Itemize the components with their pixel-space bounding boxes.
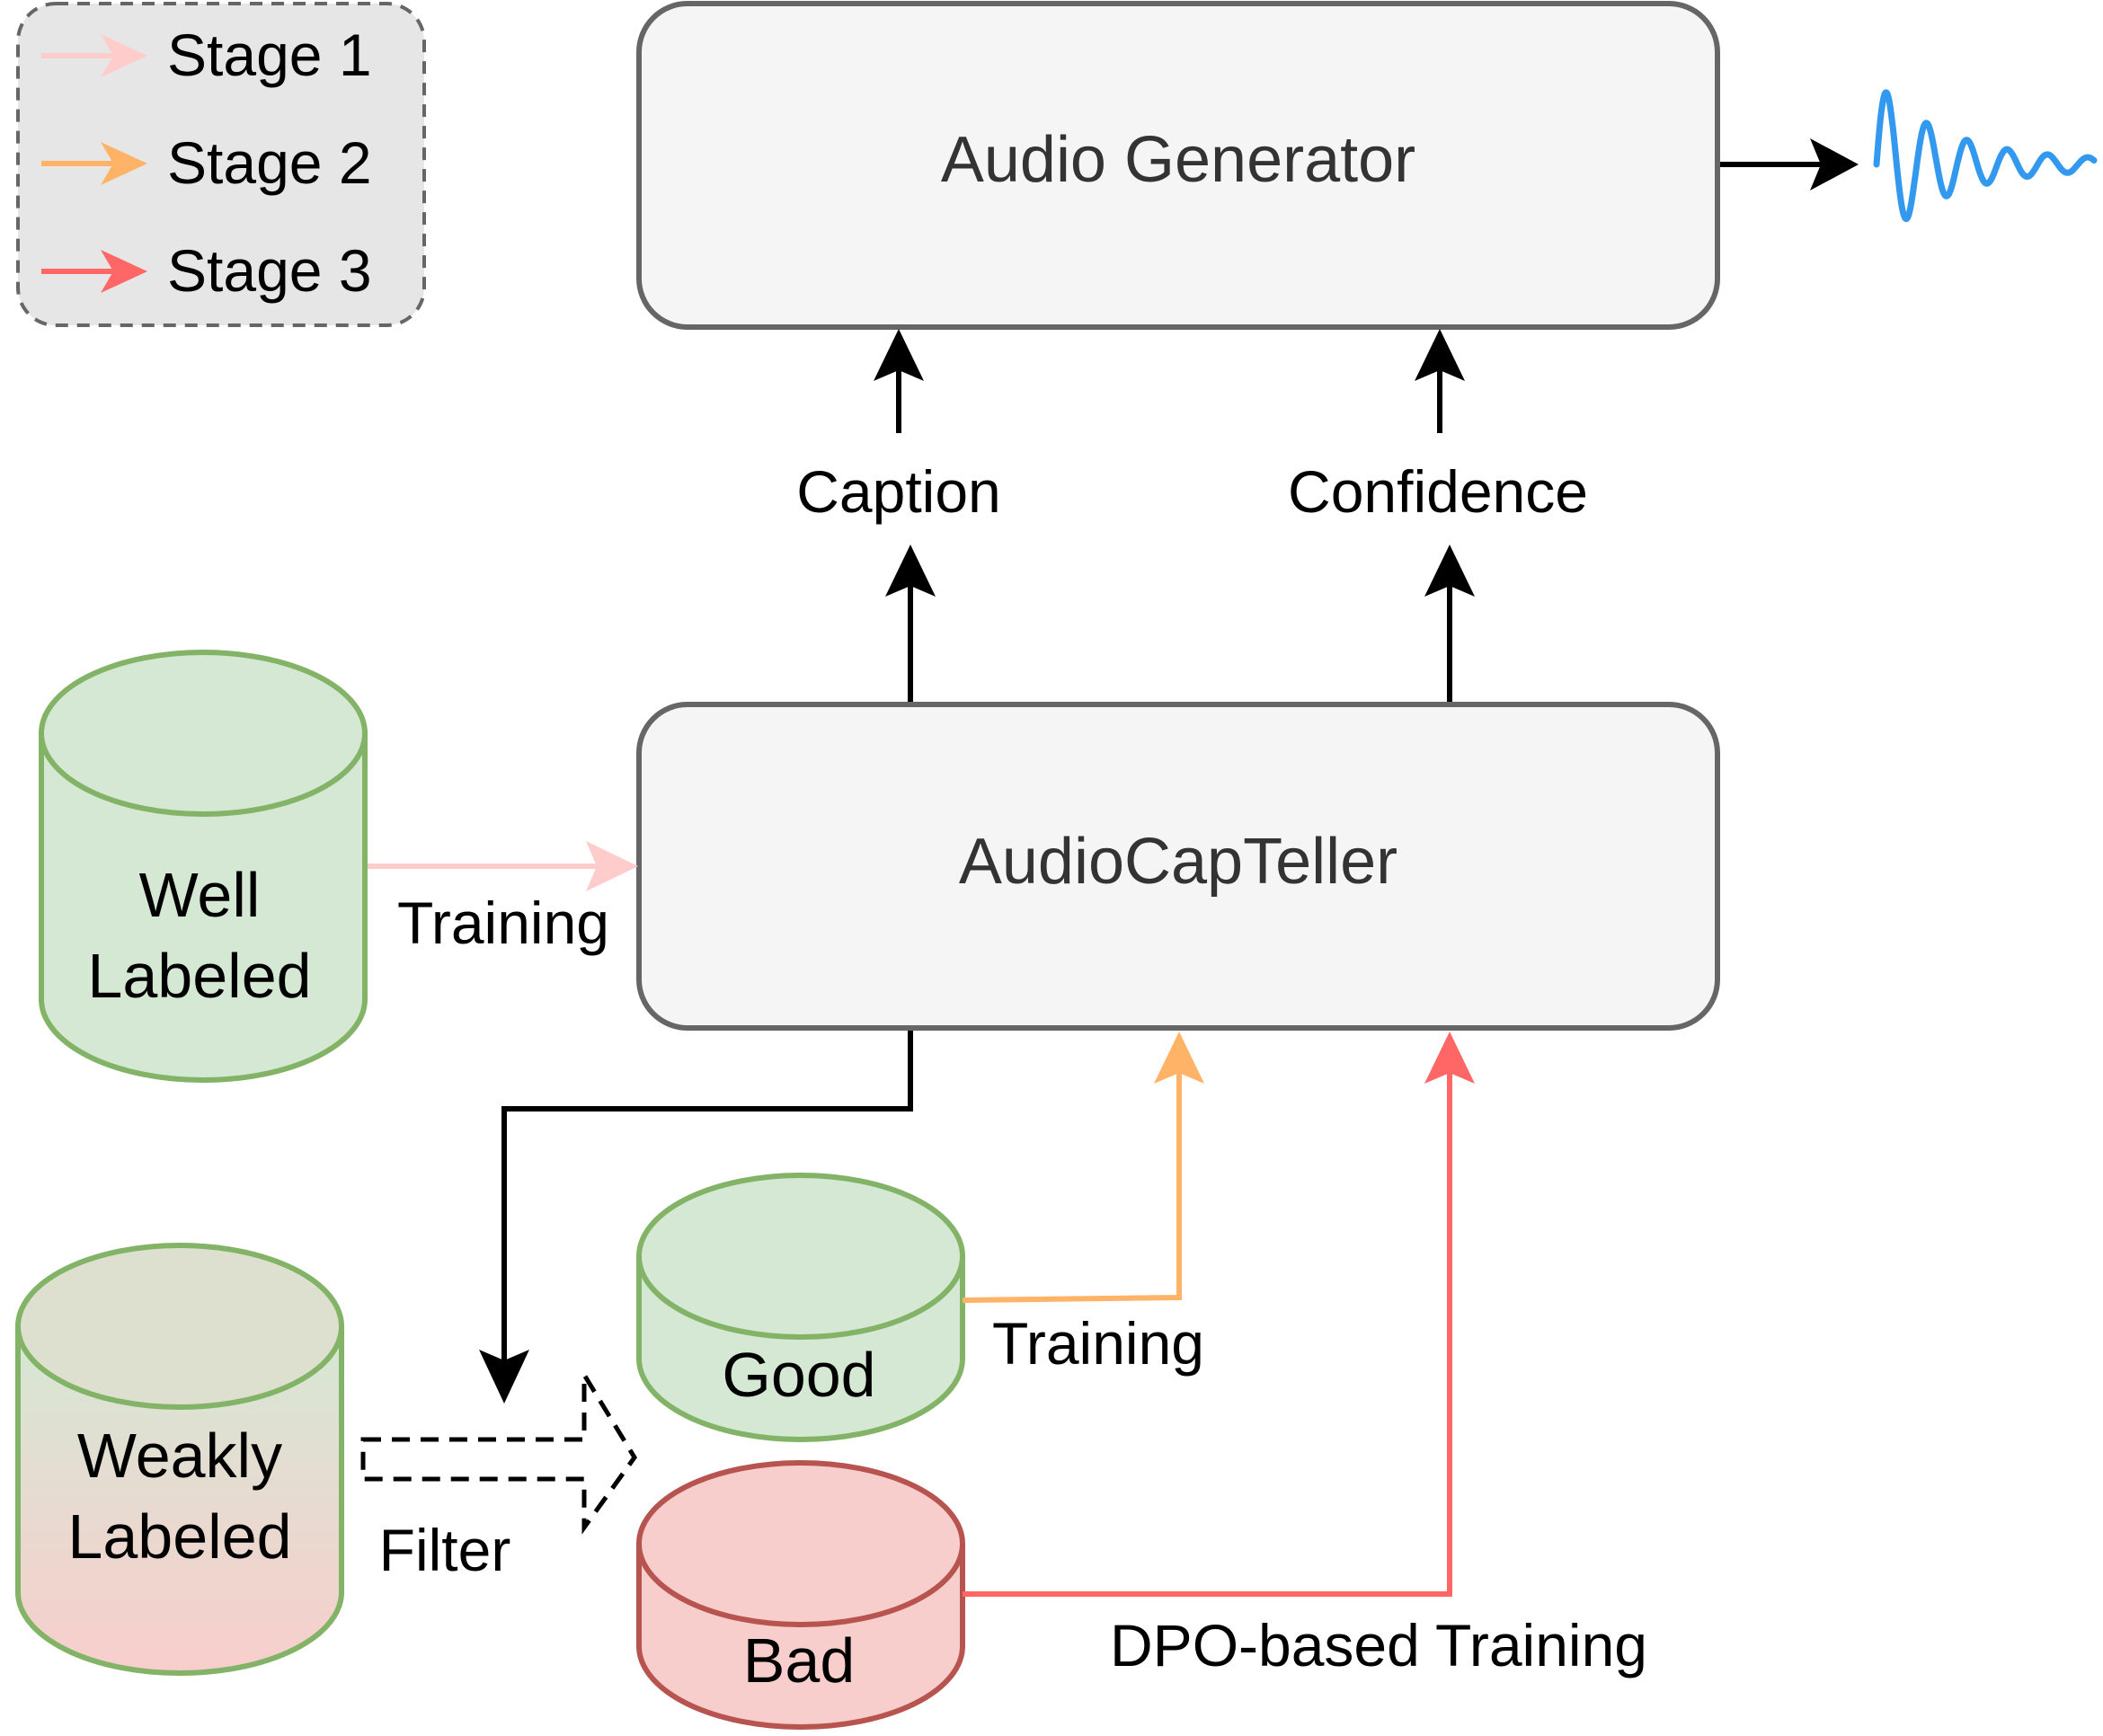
generator-output-arrowhead [1810,138,1859,190]
weakly-labeled-label-line2: Labeled [67,1501,291,1572]
weakly-labeled-label-line1: Weakly [77,1421,282,1491]
legend-item-stage-1: Stage 1 [41,22,372,88]
good-dataset: Good [636,1173,965,1442]
stage2-training-label: Training [992,1310,1204,1377]
caption-label: Caption [796,458,1001,525]
legend-label-stage-3: Stage 3 [167,237,372,304]
audio-waveform-icon [1873,89,2098,223]
bad-label: Bad [743,1625,856,1696]
stage2-training-connector [962,1069,1182,1303]
audiocapteller-box[interactable] [636,702,1720,1031]
well-labeled-label-line2: Labeled [87,941,311,1011]
captioner-to-filter-connector [501,1031,913,1366]
stage3-dpo-training-label: DPO-based Training [1110,1612,1647,1678]
legend-arrowhead-stage-2 [101,142,147,185]
good-label: Good [722,1340,875,1410]
weakly-labeled-dataset: Weakly Labeled [15,1243,344,1676]
filter-arrow [360,1367,637,1535]
stage3-dpo-training-arrowhead [1424,1032,1475,1084]
well-labeled-label-line1: Well [139,860,261,930]
audiocapteller-label: AudioCapTeller [959,826,1398,898]
stage3-dpo-training-connector [963,1069,1452,1597]
bad-dataset: Bad [636,1460,965,1730]
stage2-training-arrowhead [1154,1032,1204,1084]
captioner-to-filter-arrowhead [479,1350,529,1404]
well-labeled-dataset: Well Labeled [39,650,368,1083]
captioner-to-confidence-arrowhead [1424,545,1475,597]
legend-box [16,2,426,327]
audiocapteller-node[interactable]: AudioCapTeller [636,702,1720,1031]
legend-item-stage-3: Stage 3 [41,237,372,304]
audio-generator-box[interactable] [636,1,1720,330]
legend-label-stage-1: Stage 1 [167,22,372,88]
legend-label-stage-2: Stage 2 [167,129,372,196]
confidence-label: Confidence [1288,458,1588,525]
stage1-training-arrowhead [586,841,638,891]
audio-generator-label: Audio Generator [941,124,1415,196]
legend-item-stage-2: Stage 2 [41,129,372,196]
caption-to-generator-arrowhead [874,329,924,381]
filter-label: Filter [379,1517,511,1583]
audio-generator-node[interactable]: Audio Generator [636,1,1720,330]
confidence-to-generator-arrowhead [1415,329,1465,381]
legend: Stage 1 Stage 2 Stage 3 [16,2,426,327]
captioner-to-caption-arrowhead [885,545,936,597]
legend-arrowhead-stage-3 [101,250,147,293]
legend-arrowhead-stage-1 [101,34,147,77]
stage1-training-label: Training [397,890,609,956]
